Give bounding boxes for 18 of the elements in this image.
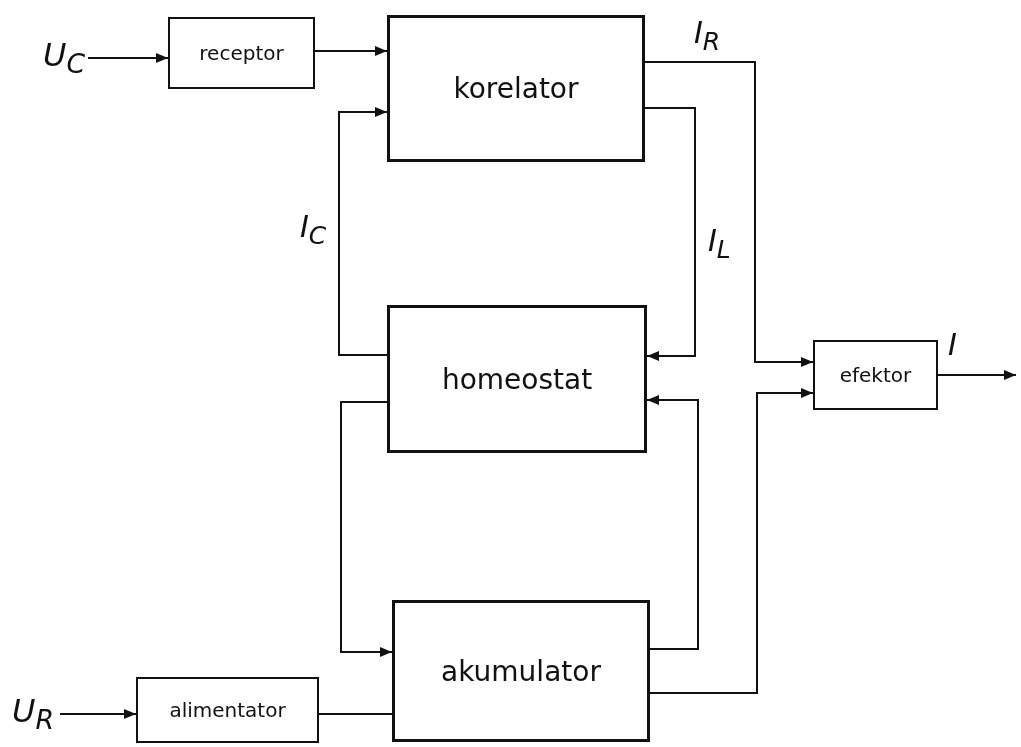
process-box: homeostat: [387, 305, 647, 453]
process-box: alimentator: [136, 677, 319, 743]
connector-arrow: [644, 61, 814, 367]
connector-arrow: [937, 370, 1017, 380]
connector-arrow: [338, 107, 388, 356]
connector-arrow: [644, 107, 696, 361]
connector-arrow: [59, 709, 137, 719]
connector-arrow: [314, 46, 388, 56]
connector-arrow: [649, 388, 814, 694]
process-box: korelator: [387, 15, 645, 162]
connector-arrow: [87, 53, 169, 63]
process-box: receptor: [168, 17, 315, 89]
signal-label: U$_{R}$: [6, 692, 60, 736]
process-box: akumulator: [392, 600, 650, 742]
signal-label: U$_{C}$: [40, 36, 88, 80]
connector-arrow: [340, 401, 393, 657]
connector-arrow: [646, 395, 699, 650]
process-box: efektor: [813, 340, 938, 410]
